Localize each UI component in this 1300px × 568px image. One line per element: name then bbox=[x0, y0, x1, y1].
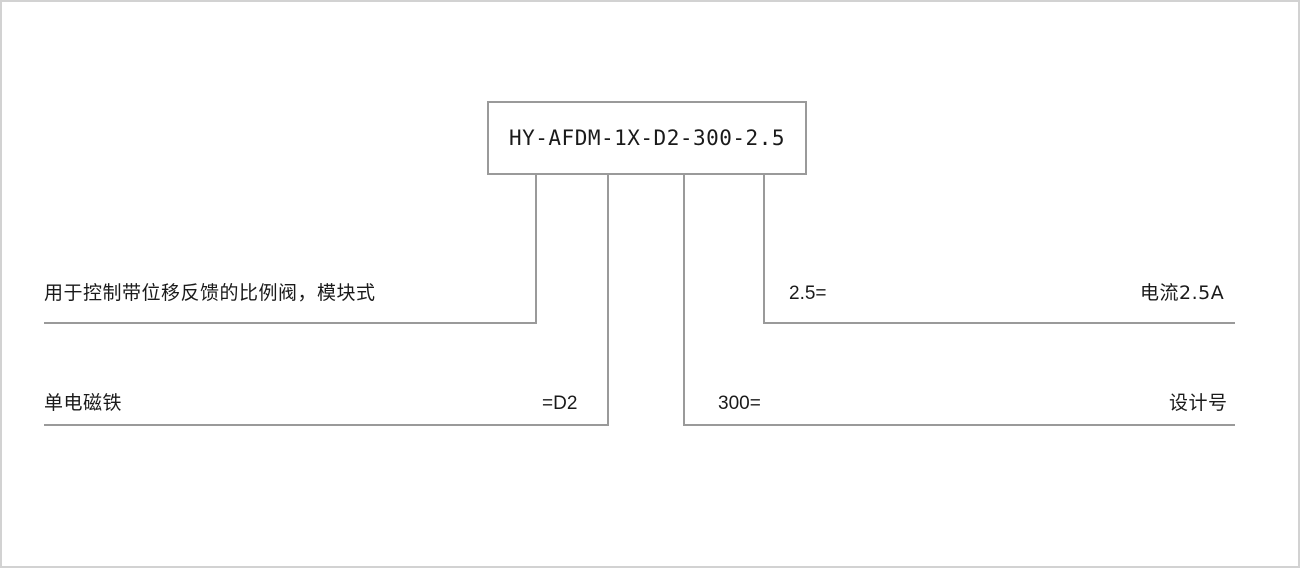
product-code-box: HY-AFDM-1X-D2-300-2.5 bbox=[487, 101, 807, 175]
leader-vline-right-row2 bbox=[683, 175, 685, 426]
label-left-row2-description: 单电磁铁 bbox=[44, 392, 123, 414]
underline-right-row2 bbox=[683, 424, 1235, 426]
underline-left-row2 bbox=[44, 424, 609, 426]
product-code-text: HY-AFDM-1X-D2-300-2.5 bbox=[508, 126, 785, 150]
label-right-row2-description: 设计号 bbox=[1169, 392, 1228, 414]
leader-vline-left-row2 bbox=[607, 175, 609, 426]
label-right-row2-value: 300= bbox=[718, 393, 761, 414]
label-right-row1-description: 电流2.5A bbox=[1140, 282, 1225, 304]
label-left-row2-value: =D2 bbox=[542, 393, 578, 414]
label-left-row1-description: 用于控制带位移反馈的比例阀，模块式 bbox=[44, 282, 376, 304]
underline-left-row1 bbox=[44, 322, 537, 324]
leader-vline-right-row1 bbox=[763, 175, 765, 324]
underline-right-row1 bbox=[763, 322, 1235, 324]
label-right-row1-value: 2.5= bbox=[789, 283, 827, 304]
leader-vline-left-row1 bbox=[535, 175, 537, 324]
